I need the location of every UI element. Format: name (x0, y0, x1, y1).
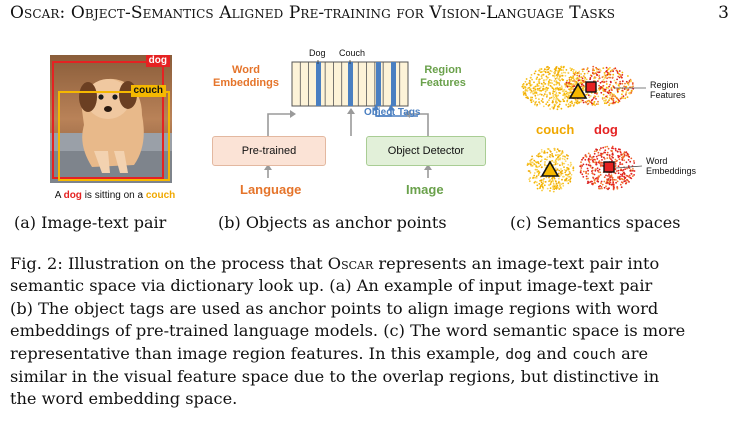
page-number: 3 (718, 3, 729, 23)
word-embeddings-label: Word Embeddings (206, 64, 286, 90)
dog-token-label: Dog (309, 48, 326, 58)
label-line: Features (420, 77, 466, 89)
region-features-label: Region Features (410, 64, 476, 90)
couch-region-token (391, 62, 396, 106)
paper-title: Oscar: Object-Semantics Aligned Pre-trai… (10, 3, 616, 23)
label-line: Features (650, 90, 686, 100)
caption-text: is sitting on a (81, 190, 146, 201)
subcaption-c: (c) Semantics spaces (510, 213, 681, 232)
caption-text: and (531, 343, 573, 363)
couch-tag: couch (130, 85, 166, 97)
word-embeddings-label: Word Embeddings (646, 156, 696, 176)
label-line: Word (646, 156, 668, 166)
subcaption-a: (a) Image-text pair (14, 213, 167, 232)
caption-line: (b) The object tags are used as anchor p… (10, 298, 659, 318)
caption-word-couch: couch (145, 190, 176, 201)
panel-image-text-pair: dog couch A dog is sitting on a couch (40, 53, 180, 213)
puppy-photo: dog couch (50, 55, 172, 183)
dog-region-token (376, 62, 381, 106)
caption-text: represents an image-text pair into (373, 254, 660, 273)
couch-space-label: couch (536, 122, 575, 137)
object-detector-box-label: Object Detector (387, 145, 465, 157)
image-input-label: Image (406, 182, 444, 197)
caption-code-couch: couch (572, 346, 616, 363)
caption-code-dog: dog (505, 346, 532, 363)
panel-semantics-spaces: Region Features couch dog Word Embedding… (516, 58, 726, 218)
figure-caption: Fig. 2: Illustration on the process that… (10, 253, 738, 411)
dog-region-anchor-square (585, 81, 597, 93)
caption-line: Fig. 2: Illustration on the process that… (10, 253, 738, 275)
couch-region-anchor-triangle (568, 82, 588, 99)
caption-line: the word embedding space. (10, 389, 238, 409)
region-features-label: Region Features (650, 80, 686, 100)
label-line: Word (232, 64, 260, 76)
couch-token-label: Couch (339, 48, 366, 58)
panel-anchor-points: Word Embeddings Region Features Dog Couc… (206, 46, 490, 216)
token-sequence (291, 61, 409, 107)
caption-text: Fig. 2: Illustration on the process that (10, 254, 328, 273)
couch-bounding-box (58, 91, 170, 181)
pretrained-box: Pre-trained (212, 136, 326, 166)
dog-tag: dog (145, 55, 170, 67)
pretrained-box-label: Pre-trained (241, 145, 297, 157)
caption-model-name: Oscar (327, 254, 374, 273)
object-tags-arrow-2 (376, 108, 392, 117)
caption-line: representative than image region feature… (10, 343, 738, 366)
caption-line: embeddings of pre-trained language model… (10, 321, 686, 341)
language-to-embeddings-arrow (267, 113, 290, 136)
running-header: Oscar: Object-Semantics Aligned Pre-trai… (10, 3, 729, 27)
anchor-diagram (264, 60, 432, 178)
label-line: Region (424, 64, 462, 76)
word-embedding-clusters (526, 145, 636, 193)
puppy-illustration (50, 55, 172, 183)
label-line: Embeddings (646, 166, 697, 176)
label-line: Region (650, 80, 679, 90)
caption-line: similar in the visual feature space due … (10, 367, 660, 387)
caption-line: semantic space via dictionary look up. (… (10, 276, 653, 296)
dog-bounding-box (52, 61, 164, 179)
dog-word-token (316, 62, 321, 106)
image-caption: A dog is sitting on a couch (40, 190, 190, 201)
language-input-label: Language (240, 182, 302, 197)
caption-word-dog: dog (63, 190, 82, 201)
label-line: Embeddings (212, 77, 279, 89)
detector-to-features-arrow (410, 113, 429, 136)
dog-word-anchor-square (603, 161, 615, 173)
caption-text: A (54, 190, 64, 201)
caption-text: are (615, 343, 649, 363)
object-detector-box: Object Detector (366, 136, 486, 166)
couch-word-token (348, 62, 353, 106)
object-tags-label: Object Tags (364, 107, 421, 118)
semantic-space-plot (521, 65, 646, 193)
caption-text: representative than image region feature… (10, 343, 506, 363)
subcaption-b: (b) Objects as anchor points (218, 213, 447, 232)
couch-word-anchor-triangle (540, 160, 560, 177)
word-embeddings-pointer (615, 165, 643, 169)
dog-space-label: dog (594, 122, 618, 137)
region-feature-clusters (521, 65, 635, 111)
